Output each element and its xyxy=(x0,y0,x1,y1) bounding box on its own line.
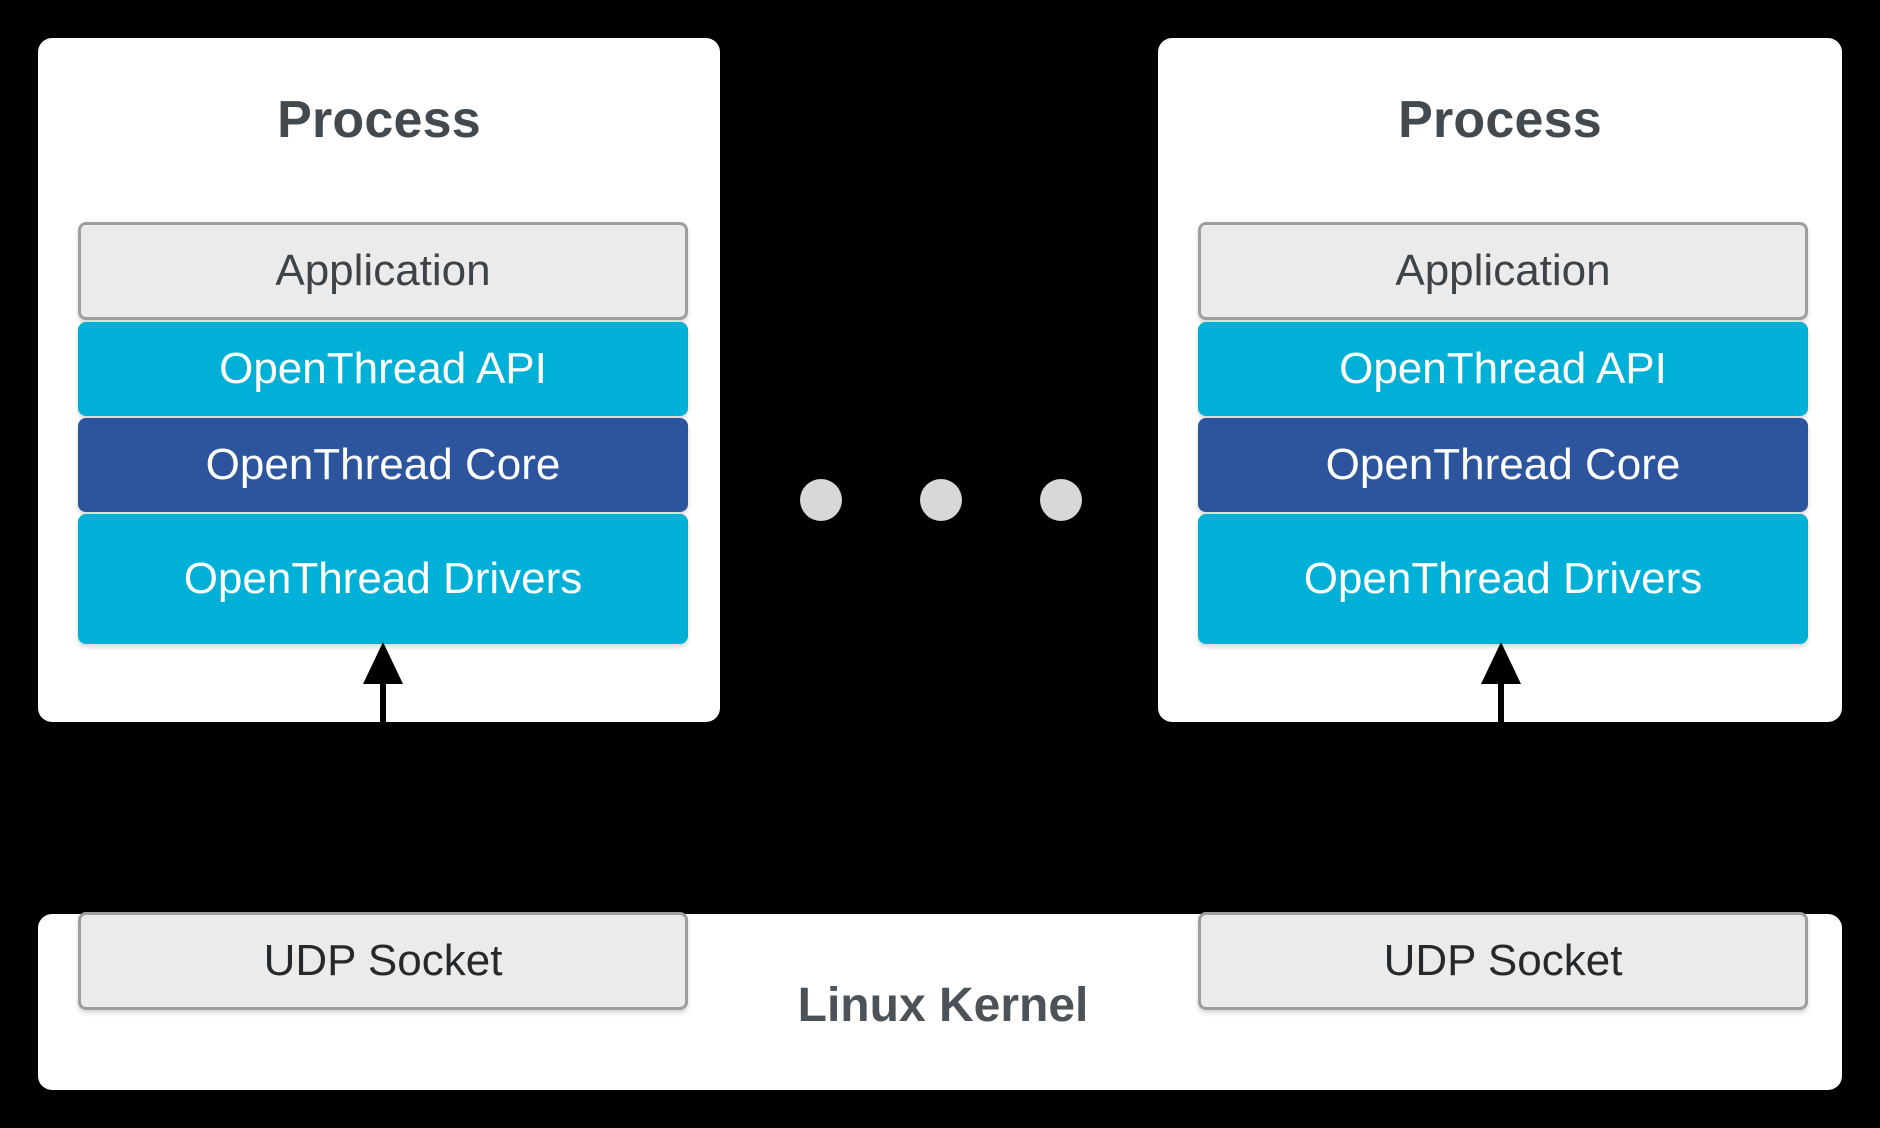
udp-socket-label: UDP Socket xyxy=(1383,936,1623,985)
ellipsis-dot-3 xyxy=(1040,479,1082,521)
layer-openthread-core-left: OpenThread Core xyxy=(78,418,688,512)
arrow-up-left xyxy=(363,642,403,730)
ellipsis-dot-2 xyxy=(920,479,962,521)
layer-openthread-api-left: OpenThread API xyxy=(78,322,688,416)
layer-openthread-core-right: OpenThread Core xyxy=(1198,418,1808,512)
layer-label: OpenThread API xyxy=(1339,344,1667,393)
arrow-up-right xyxy=(1481,642,1521,730)
process-title-left: Process xyxy=(277,91,481,149)
layer-label: Application xyxy=(275,246,491,295)
kernel-label: Linux Kernel xyxy=(797,979,1089,1032)
layer-label: OpenThread API xyxy=(219,344,547,393)
layer-application-left: Application xyxy=(78,222,688,320)
layer-label: OpenThread Core xyxy=(1325,440,1681,489)
layer-label: Application xyxy=(1395,246,1611,295)
ellipsis-dot-1 xyxy=(800,479,842,521)
udp-socket-left: UDP Socket xyxy=(78,912,688,1010)
layer-openthread-drivers-right: OpenThread Drivers xyxy=(1198,514,1808,644)
layer-label: OpenThread Core xyxy=(205,440,561,489)
udp-socket-label: UDP Socket xyxy=(263,936,503,985)
layer-application-right: Application xyxy=(1198,222,1808,320)
udp-socket-right: UDP Socket xyxy=(1198,912,1808,1010)
layer-label: OpenThread Drivers xyxy=(1303,554,1703,603)
layer-label: OpenThread Drivers xyxy=(183,554,583,603)
layer-openthread-drivers-left: OpenThread Drivers xyxy=(78,514,688,644)
layer-openthread-api-right: OpenThread API xyxy=(1198,322,1808,416)
process-title-right: Process xyxy=(1398,91,1602,149)
